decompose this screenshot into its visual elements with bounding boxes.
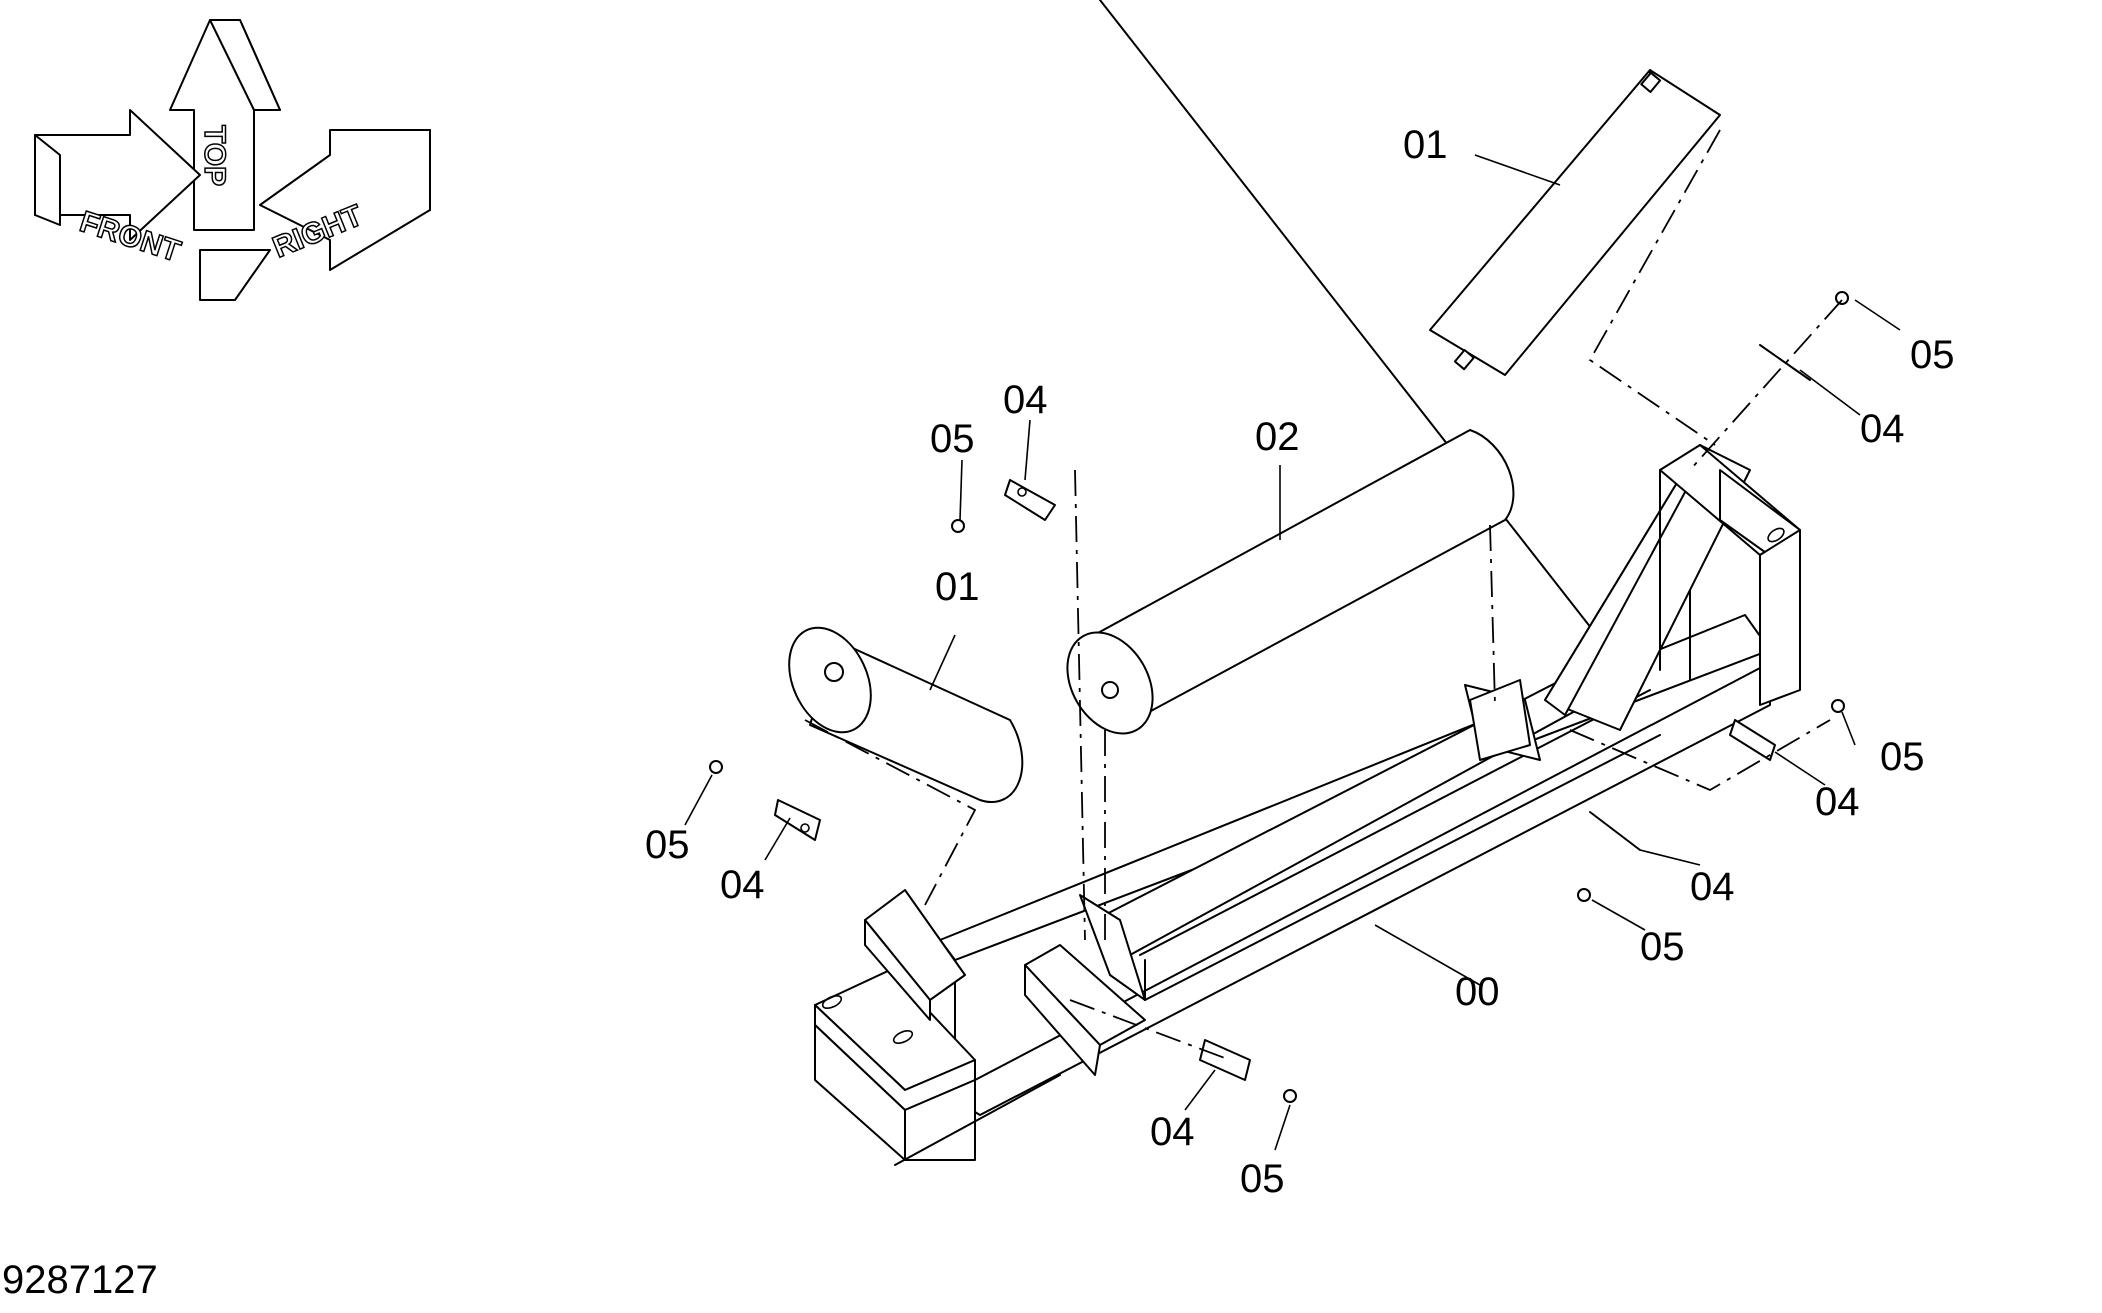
bolt-c bbox=[1283, 1089, 1297, 1103]
plate-c bbox=[1199, 1039, 1251, 1081]
callout-bolt-a: 05 bbox=[930, 417, 975, 461]
figure-number: 9287127 bbox=[2, 1258, 158, 1302]
bolt-f bbox=[1835, 291, 1849, 305]
orientation-icon: FRONT TOP RIGHT bbox=[34, 19, 431, 301]
bolt-a bbox=[951, 519, 965, 533]
roller-left bbox=[788, 626, 1024, 803]
top-label: TOP bbox=[198, 125, 231, 186]
callout-bolt-d: 05 bbox=[1880, 735, 1925, 779]
callout-plate-e: 04 bbox=[1690, 865, 1735, 909]
plate-b bbox=[774, 799, 821, 841]
callout-frame: 00 bbox=[1455, 970, 1500, 1014]
bolt-e bbox=[1577, 888, 1591, 902]
callout-bolt-c: 05 bbox=[1240, 1157, 1285, 1201]
plate-d bbox=[1729, 719, 1776, 761]
plate-e bbox=[1589, 811, 1641, 851]
callout-plate-f: 04 bbox=[1860, 407, 1905, 451]
callout-labels: 00 01 01 02 04 05 05 04 04 05 05 04 05 0… bbox=[645, 123, 1955, 1201]
frame-part bbox=[814, 0, 1801, 1166]
callout-roller-center: 02 bbox=[1255, 415, 1300, 459]
callout-plate-c: 04 bbox=[1150, 1110, 1195, 1154]
bolt-d bbox=[1831, 699, 1845, 713]
plate-f bbox=[1759, 344, 1811, 381]
callout-roller-left: 01 bbox=[935, 565, 980, 609]
callout-plate-b: 04 bbox=[720, 863, 765, 907]
callout-plate-d: 04 bbox=[1815, 780, 1860, 824]
leader-lines bbox=[684, 154, 1901, 1151]
roller-center bbox=[1066, 429, 1515, 735]
assembly-lines bbox=[804, 129, 1843, 1061]
callout-plate-a: 04 bbox=[1003, 378, 1048, 422]
bolt-b bbox=[709, 760, 723, 774]
callout-bolt-e: 05 bbox=[1640, 925, 1685, 969]
plate-a bbox=[1004, 479, 1056, 521]
callout-roller-right: 01 bbox=[1403, 123, 1448, 167]
callout-bolt-f: 05 bbox=[1910, 333, 1955, 377]
callout-bolt-b: 05 bbox=[645, 823, 690, 867]
roller-right bbox=[1429, 69, 1721, 376]
